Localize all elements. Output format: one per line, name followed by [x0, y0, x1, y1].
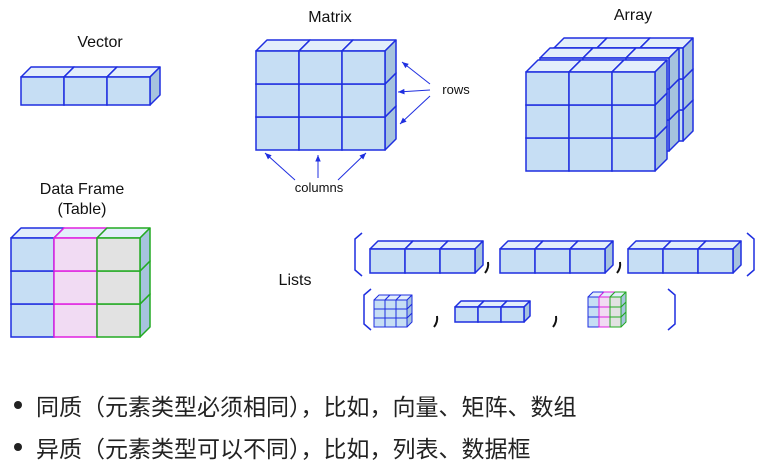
list-dataframe-mini-cell — [609, 291, 627, 308]
list-bracket-close-bottom — [667, 288, 676, 331]
diagram-canvas — [10, 37, 755, 338]
columns-arrow-left — [264, 152, 296, 181]
list-vector-1 — [369, 240, 484, 274]
bullet-text: 异质（元素类型可以不同），比如，列表、数据框 — [36, 437, 531, 463]
list-comma-4 — [552, 315, 558, 328]
data-frame-cubes — [10, 227, 151, 338]
list-dataframe-mini — [587, 291, 627, 328]
list-vector-3 — [627, 240, 742, 274]
rows-arrow-top — [401, 61, 431, 85]
array-layer-front — [525, 59, 668, 172]
list-comma-2 — [616, 261, 622, 274]
vector-cubes — [20, 66, 161, 106]
bullet-dot-icon — [14, 443, 22, 451]
columns-arrow-right — [337, 152, 367, 181]
vector-cubes-cell — [106, 66, 161, 106]
list-array-mini — [373, 294, 413, 328]
bullet-dot-icon — [14, 401, 22, 409]
columns-label: columns — [294, 180, 344, 195]
matrix-cubes-cell — [341, 39, 397, 85]
rows-arrow-mid — [397, 88, 431, 95]
list-bracket-open-top — [354, 232, 363, 277]
list-vector-3-cell — [697, 240, 742, 274]
columns-arrow-mid — [315, 155, 321, 178]
list-vector-mini-cell — [500, 300, 531, 323]
rows-arrow-bottom — [399, 95, 431, 125]
data-frame-cubes-cell — [10, 227, 65, 272]
list-array-mini-cell — [395, 294, 413, 310]
list-vector-2 — [499, 240, 614, 274]
list-comma-1 — [484, 261, 490, 274]
bullet-text: 同质（元素类型必须相同），比如，向量、矩阵、数组 — [36, 395, 577, 421]
lists-label: Lists — [278, 272, 312, 289]
data-frame-label: Data Frame — [39, 181, 125, 198]
data-frame-cubes-cell — [96, 227, 151, 272]
array-label: Array — [613, 7, 653, 24]
list-vector-1-cell — [439, 240, 484, 274]
list-vector-2-cell — [569, 240, 614, 274]
bullet-item-homogeneous: 同质（元素类型必须相同），比如，向量、矩阵、数组 — [14, 388, 577, 422]
list-bracket-close-top — [746, 232, 755, 277]
array-layer-front-cell — [611, 59, 668, 106]
rows-label: rows — [442, 82, 470, 97]
matrix-cubes — [255, 39, 397, 151]
list-vector-mini — [454, 300, 531, 323]
data-frame-sublabel: (Table) — [57, 201, 107, 218]
list-comma-3 — [433, 315, 439, 328]
list-bracket-open-bottom — [363, 288, 372, 331]
bullet-item-heterogeneous: 异质（元素类型可以不同），比如，列表、数据框 — [14, 430, 531, 464]
matrix-label: Matrix — [308, 9, 352, 26]
vector-label: Vector — [77, 34, 123, 51]
